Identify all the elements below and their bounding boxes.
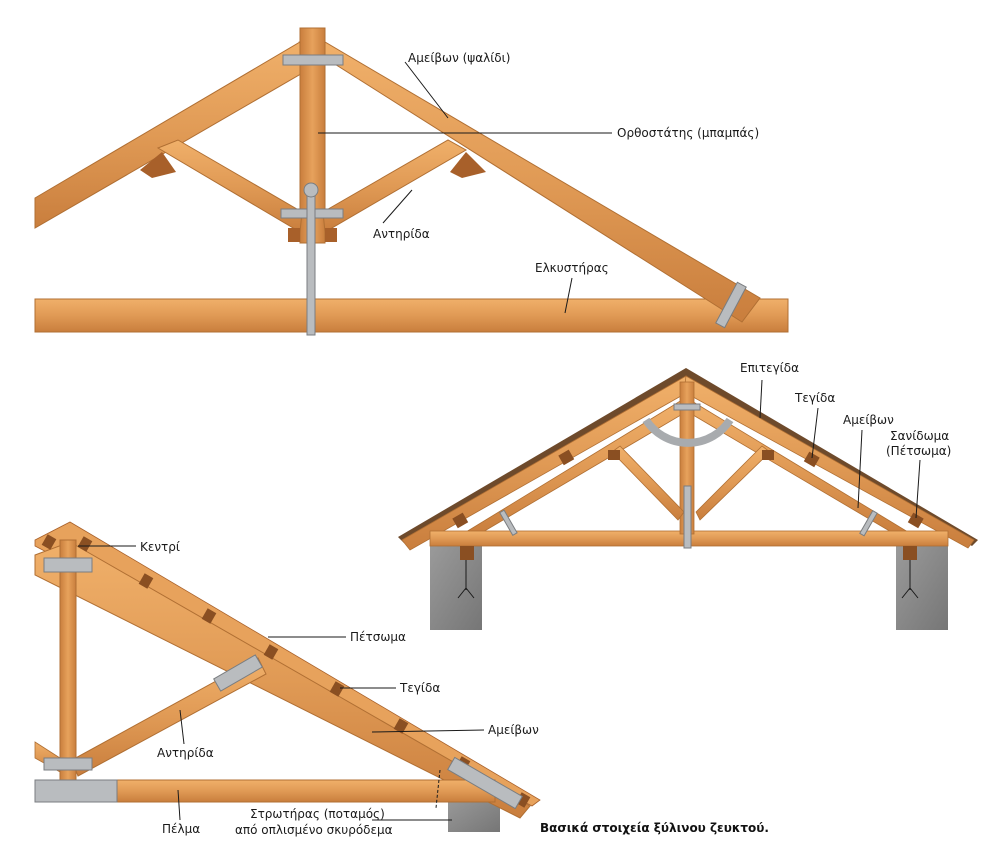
metal-plate	[447, 756, 523, 810]
label-epitegida: Επιτεγίδα	[740, 361, 799, 375]
purlin	[263, 644, 279, 660]
metal-plate	[673, 403, 701, 411]
joint-block	[288, 228, 300, 242]
detail-king-post	[59, 539, 77, 781]
wall-plate	[460, 546, 474, 560]
metal-plate	[213, 654, 263, 692]
strut-right-right	[695, 445, 771, 521]
purlin	[138, 573, 154, 589]
tie-beam	[34, 298, 789, 333]
wall-plate	[903, 546, 917, 560]
metal-strap	[499, 509, 518, 536]
purlin	[201, 608, 217, 624]
purlin	[452, 512, 469, 529]
metal-strap	[306, 189, 316, 336]
metal-arc	[642, 417, 734, 447]
right-strut	[322, 139, 468, 233]
truss-top: Αμείβων (ψαλίδι) Ορθοστάτης (μπαμπάς) Αν…	[34, 27, 789, 336]
purlin	[329, 681, 345, 697]
metal-bolt	[303, 182, 319, 198]
metal-plate	[34, 779, 118, 803]
metal-plate	[43, 557, 93, 573]
metal-plate	[282, 54, 344, 66]
label-tegida-detail: Τεγίδα	[399, 681, 440, 695]
purlin	[558, 449, 575, 466]
label-petsoma: Πέτσωμα	[350, 630, 406, 644]
wall-left	[430, 546, 482, 630]
purlin	[41, 534, 57, 550]
truss-detail: Κεντρί Πέτσωμα Τεγίδα Αμείβων Αντηρίδα Π…	[34, 521, 541, 837]
label-ameivon-psalidi: Αμείβων (ψαλίδι)	[408, 51, 510, 65]
label-antiridia-top: Αντηρίδα	[373, 227, 430, 241]
metal-plate	[43, 757, 93, 771]
metal-plate	[715, 281, 747, 329]
joint-block	[140, 152, 176, 178]
sheathing	[34, 521, 541, 807]
metal-strap	[859, 510, 878, 537]
purlin	[907, 512, 924, 529]
metal-strap	[683, 485, 692, 549]
label-strotiras-material: από οπλισμένο σκυρόδεμα	[235, 823, 393, 837]
strut-left-right	[611, 445, 685, 521]
label-ameivon-right: Αμείβων	[843, 413, 894, 427]
label-ameivon-detail: Αμείβων	[488, 723, 539, 737]
label-elkystiras: Ελκυστήρας	[535, 261, 609, 275]
label-tegida-right: Τεγίδα	[794, 391, 835, 405]
purlin	[762, 450, 774, 460]
figure-caption: Βασικά στοιχεία ξύλινου ζευκτού.	[540, 821, 769, 835]
label-strotiras: Στρωτήρας (ποταμός)	[250, 807, 385, 821]
label-sanidoma: Σανίδωμα	[890, 429, 949, 443]
label-pelma: Πέλμα	[162, 822, 200, 836]
purlin	[515, 792, 531, 808]
label-antiridia-detail: Αντηρίδα	[157, 746, 214, 760]
joint-block	[325, 228, 337, 242]
joint-block	[450, 152, 486, 178]
rafter-left	[401, 375, 689, 551]
right-rafter	[298, 41, 761, 323]
label-kentri: Κεντρί	[140, 540, 180, 554]
purlin	[608, 450, 620, 460]
principal-left	[465, 399, 687, 537]
purlin	[393, 718, 409, 734]
label-orthostatis: Ορθοστάτης (μπαμπάς)	[617, 126, 759, 140]
detail-strut	[71, 657, 267, 777]
purlin	[803, 451, 820, 468]
label-petsoma-paren: (Πέτσωμα)	[886, 444, 951, 458]
left-strut	[156, 139, 303, 233]
purlin	[77, 536, 93, 552]
truss-right: Επιτεγίδα Τεγίδα Αμείβων Σανίδωμα (Πέτσω…	[398, 361, 978, 630]
